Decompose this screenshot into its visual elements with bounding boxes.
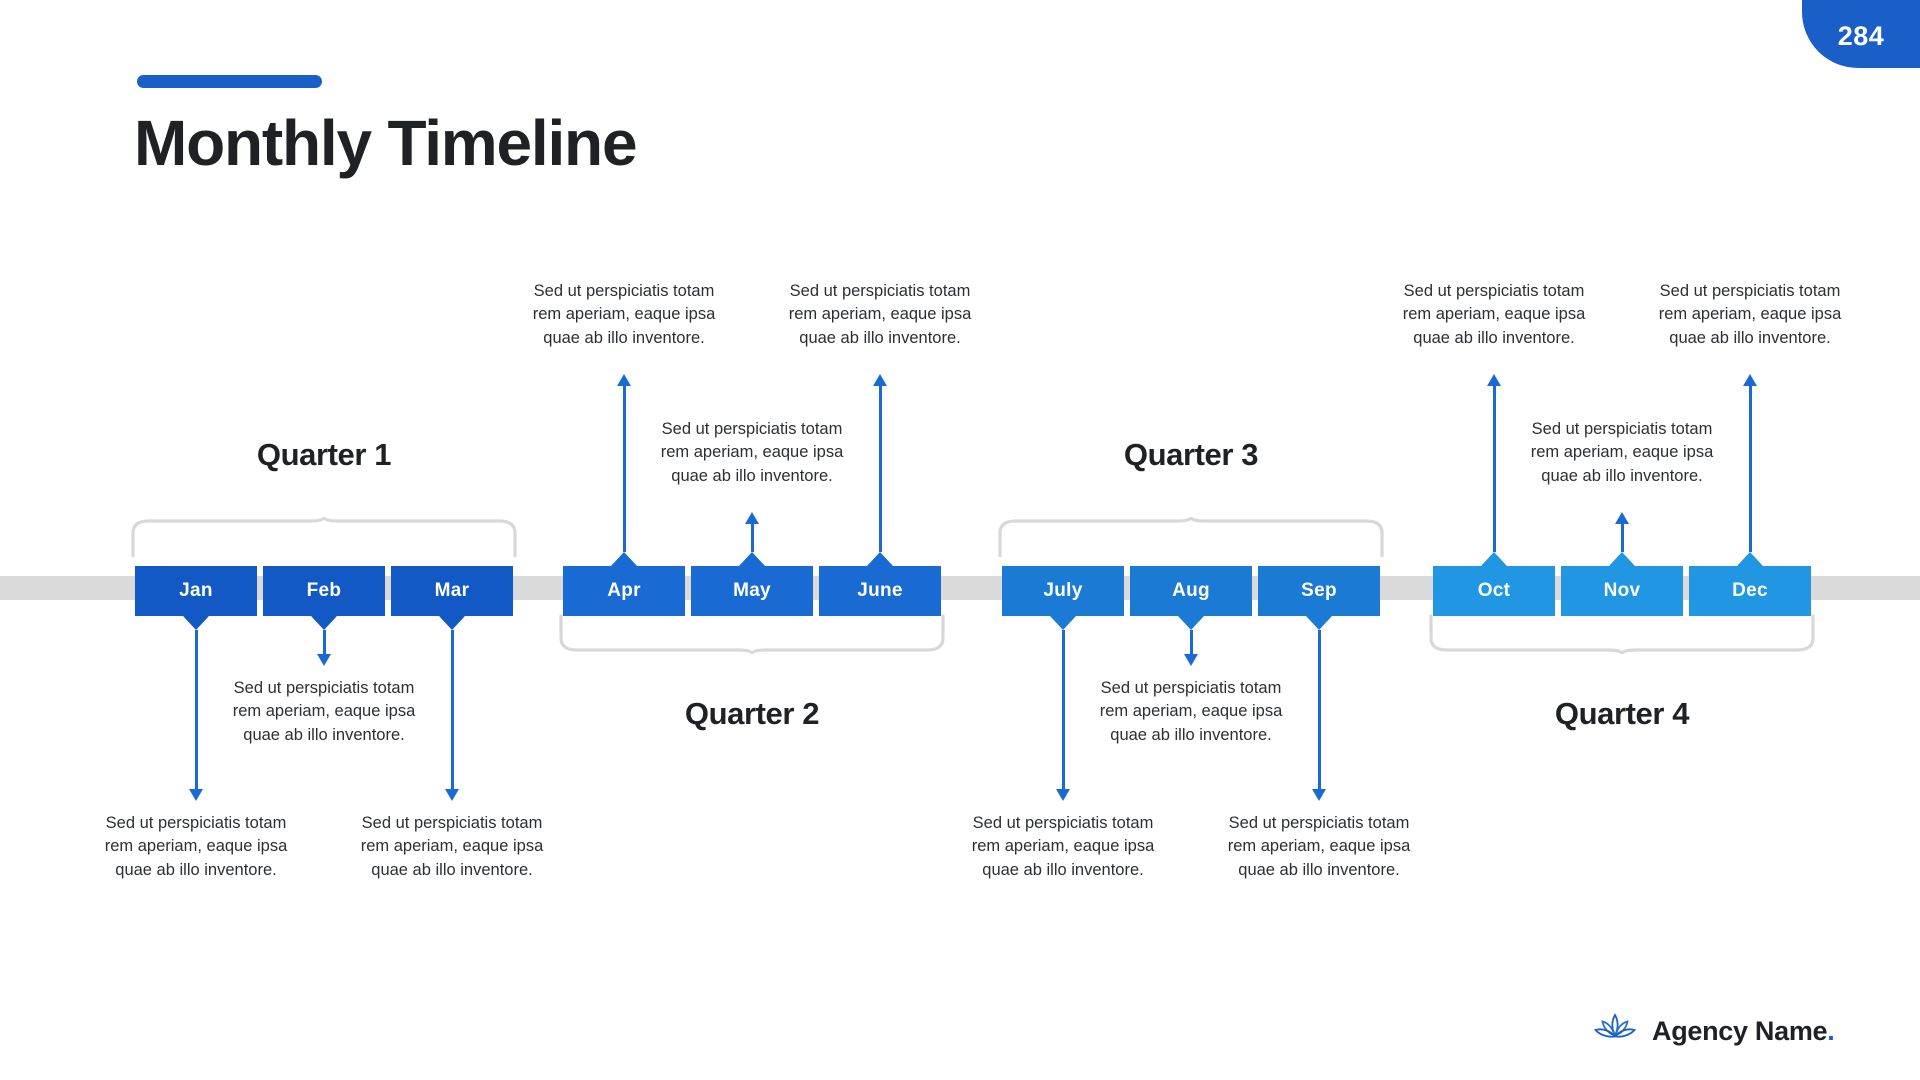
month-label: Aug [1172,580,1210,601]
month-box-tail [611,552,637,566]
month-box-oct[interactable]: Oct [1433,552,1555,616]
month-description-mar: Sed ut perspiciatis totam rem aperiam, e… [360,814,544,879]
month-description-aug: Sed ut perspiciatis totam rem aperiam, e… [1099,679,1283,744]
footer-brand: Agency Name. [1592,1012,1835,1051]
month-label: Oct [1477,580,1511,601]
month-box-tail [1306,616,1332,630]
arrow-head-icon [1487,374,1501,386]
arrow-head-icon [873,374,887,386]
month-box-apr[interactable]: Apr [563,552,685,616]
quarter-label-1: Quarter 1 [256,437,392,472]
month-box-tail [867,552,893,566]
quarter-brace-2 [559,614,945,661]
connector-arrow-nov [1615,512,1629,552]
month-description-oct: Sed ut perspiciatis totam rem aperiam, e… [1402,282,1586,347]
quarter-label-2: Quarter 2 [684,696,820,731]
month-box-mar[interactable]: Mar [391,566,513,630]
month-description-sep: Sed ut perspiciatis totam rem aperiam, e… [1227,814,1411,879]
month-box-july[interactable]: July [1002,566,1124,630]
arrow-head-icon [1615,512,1629,524]
arrow-head-icon [1184,654,1198,666]
connector-arrow-apr [617,374,631,552]
connector-arrow-sep [1312,630,1326,801]
month-label: Mar [434,580,470,601]
connector-arrow-feb [317,630,331,666]
page-title: Monthly Timeline [134,107,638,179]
month-box-june[interactable]: June [819,552,941,616]
connector-arrow-oct [1487,374,1501,552]
connector-arrow-dec [1743,374,1757,552]
connector-arrow-jan [189,630,203,801]
month-box-sep[interactable]: Sep [1258,566,1380,630]
month-box-tail [183,616,209,630]
month-label: Sep [1301,580,1337,601]
month-description-june: Sed ut perspiciatis totam rem aperiam, e… [788,282,972,347]
month-box-tail [1609,552,1635,566]
connector-arrow-june [873,374,887,552]
quarter-brace-1 [131,515,517,562]
arrow-head-icon [445,789,459,801]
month-box-tail [1481,552,1507,566]
month-description-nov: Sed ut perspiciatis totam rem aperiam, e… [1530,420,1714,485]
connector-arrow-aug [1184,630,1198,666]
brand-dot: . [1827,1016,1835,1046]
month-box-aug[interactable]: Aug [1130,566,1252,630]
month-label: Feb [306,580,342,601]
arrow-head-icon [1312,789,1326,801]
quarter-label-4: Quarter 4 [1554,696,1690,731]
month-label: Dec [1732,580,1768,601]
month-box-tail [1737,552,1763,566]
month-box-feb[interactable]: Feb [263,566,385,630]
month-description-dec: Sed ut perspiciatis totam rem aperiam, e… [1658,282,1842,347]
month-description-may: Sed ut perspiciatis totam rem aperiam, e… [660,420,844,485]
month-box-tail [1178,616,1204,630]
month-description-feb: Sed ut perspiciatis totam rem aperiam, e… [232,679,416,744]
month-box-may[interactable]: May [691,552,813,616]
quarter-brace-4 [1429,614,1815,661]
month-description-jan: Sed ut perspiciatis totam rem aperiam, e… [104,814,288,879]
month-box-tail [1050,616,1076,630]
month-box-tail [311,616,337,630]
month-label: Nov [1603,580,1641,601]
month-label: May [733,580,771,601]
arrow-head-icon [1743,374,1757,386]
title-accent-bar [137,75,322,88]
page-number-badge: 284 [1802,0,1920,68]
month-label: June [857,580,903,601]
arrow-head-icon [317,654,331,666]
month-label: July [1043,580,1083,601]
connector-arrow-may [745,512,759,552]
arrow-head-icon [189,789,203,801]
lotus-icon [1592,1012,1638,1051]
month-box-tail [739,552,765,566]
month-label: Jan [179,580,213,601]
quarter-brace-3 [998,515,1384,562]
connector-arrow-july [1056,630,1070,801]
month-box-nov[interactable]: Nov [1561,552,1683,616]
month-description-apr: Sed ut perspiciatis totam rem aperiam, e… [532,282,716,347]
quarter-label-3: Quarter 3 [1123,437,1259,472]
month-description-july: Sed ut perspiciatis totam rem aperiam, e… [971,814,1155,879]
brand-name-text: Agency Name [1652,1016,1828,1046]
arrow-head-icon [617,374,631,386]
connector-arrow-mar [445,630,459,801]
month-label: Apr [607,580,641,601]
month-box-tail [439,616,465,630]
month-box-jan[interactable]: Jan [135,566,257,630]
brand-name: Agency Name. [1652,1016,1835,1047]
arrow-head-icon [745,512,759,524]
month-box-dec[interactable]: Dec [1689,552,1811,616]
page-number-text: 284 [1837,21,1885,51]
arrow-head-icon [1056,789,1070,801]
